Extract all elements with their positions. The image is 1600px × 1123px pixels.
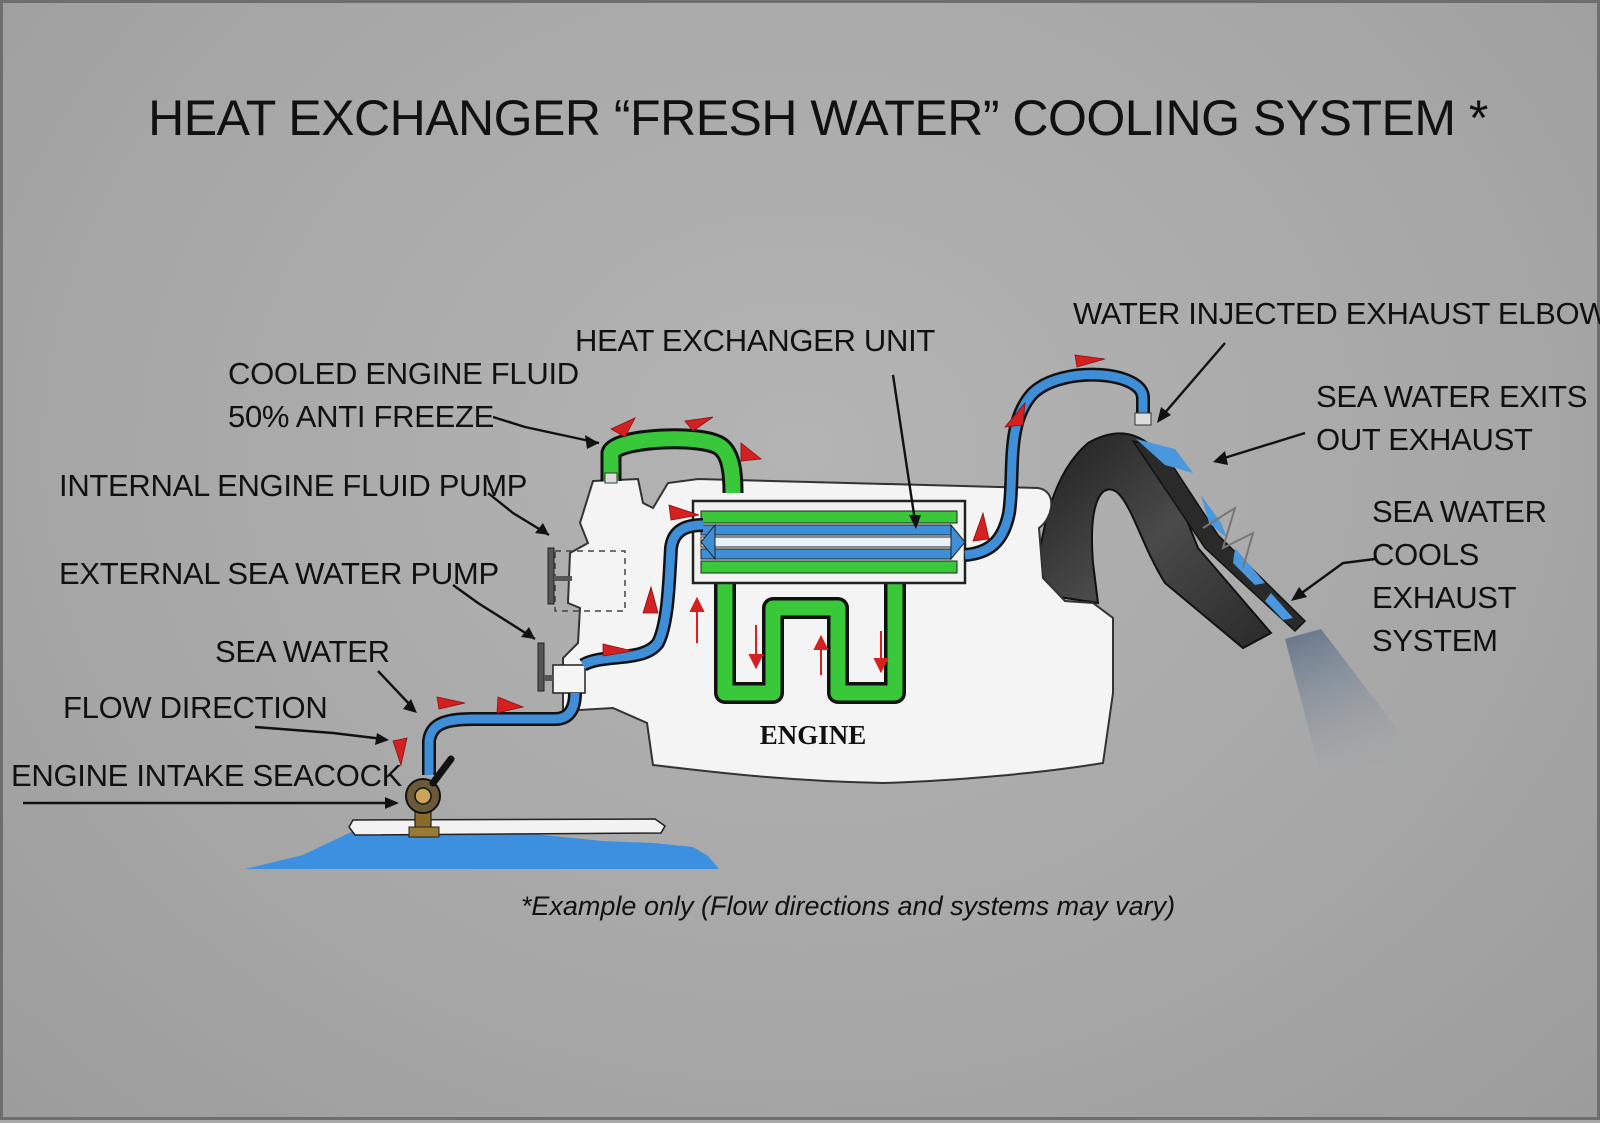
cooling-system-diagram: HEAT EXCHANGER “FRESH WATER” COOLING SYS… (11, 90, 1600, 921)
flow-arrow-up (689, 596, 705, 643)
internal-pump (547, 547, 572, 605)
label-exits-2: OUT EXHAUST (1316, 422, 1533, 457)
internal-flow-arrows (689, 596, 889, 675)
flow-arrow-marker (436, 696, 466, 710)
leader-lines (23, 342, 1376, 809)
label-engine: ENGINE (760, 720, 867, 750)
flow-direction-markers (392, 354, 1106, 767)
label-internal-pump: INTERNAL ENGINE FLUID PUMP (59, 468, 527, 503)
hull-plank (348, 818, 666, 836)
engine-fluid-circuit (600, 428, 906, 704)
flow-arrow-marker (602, 643, 634, 657)
label-cools-4: SYSTEM (1372, 623, 1498, 658)
flow-arrow-marker (610, 417, 636, 438)
label-exits-1: SEA WATER EXITS (1316, 379, 1587, 414)
flow-arrow-marker (392, 737, 408, 767)
flow-arrow-marker (642, 585, 659, 614)
label-cools-2: COOLS (1372, 537, 1479, 572)
label-flow-direction: FLOW DIRECTION (63, 690, 327, 725)
label-anti-freeze: 50% ANTI FREEZE (228, 399, 494, 434)
labels: COOLED ENGINE FLUID 50% ANTI FREEZE INTE… (11, 296, 1600, 793)
flow-arrow-marker (668, 504, 700, 521)
flow-arrow-marker (740, 442, 763, 462)
flow-arrow-marker (496, 696, 525, 714)
seacock-valve (405, 755, 455, 838)
label-seacock: ENGINE INTAKE SEACOCK (11, 758, 403, 793)
flow-arrow-down (873, 631, 889, 674)
label-heat-exchanger: HEAT EXCHANGER UNIT (575, 323, 935, 358)
exhaust-hose (1031, 432, 1307, 650)
label-external-pump: EXTERNAL SEA WATER PUMP (59, 556, 499, 591)
label-cooled-engine-fluid: COOLED ENGINE FLUID (228, 356, 579, 391)
diagram-title: HEAT EXCHANGER “FRESH WATER” COOLING SYS… (148, 90, 1488, 146)
heat-exchanger-unit (691, 499, 967, 585)
label-sea-water: SEA WATER (215, 634, 390, 669)
label-cools-1: SEA WATER (1372, 494, 1547, 529)
exhaust-plume (1285, 629, 1423, 768)
flow-arrow-down (748, 625, 764, 670)
flow-arrow-marker (1074, 354, 1106, 368)
label-exhaust-elbow: WATER INJECTED EXHAUST ELBOW (1073, 296, 1600, 331)
flow-arrow-marker (684, 416, 714, 432)
footnote: *Example only (Flow directions and syste… (521, 891, 1175, 921)
flow-arrow-up (813, 634, 829, 675)
label-cools-3: EXHAUST (1372, 580, 1517, 615)
external-sea-water-pump (537, 642, 586, 694)
flow-arrow-marker (972, 511, 990, 542)
flow-arrow-marker (1004, 401, 1026, 428)
